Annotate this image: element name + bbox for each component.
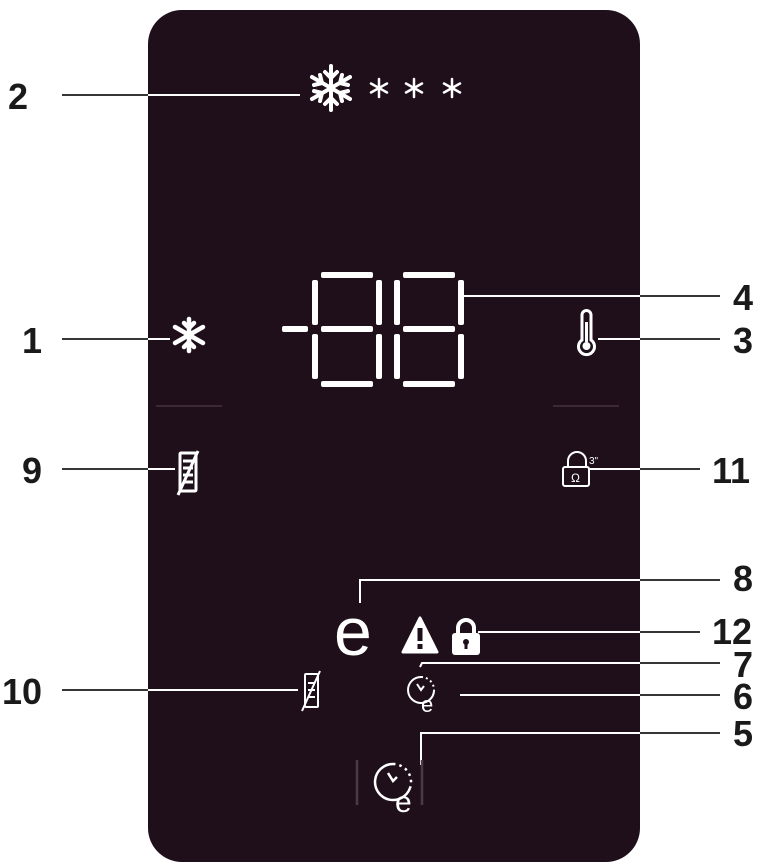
small-snowflake-icon <box>404 77 424 99</box>
callout-number-4: 4 <box>733 277 753 318</box>
large-snowflake-icon <box>310 64 352 112</box>
leader-line-8-inner <box>359 579 640 603</box>
lock-timer-icon: Ω 3" <box>562 451 599 487</box>
callout-number-11: 11 <box>712 450 750 491</box>
lock-icon <box>452 618 480 655</box>
callout-number-5: 5 <box>733 713 753 754</box>
thermometer-icon <box>577 309 596 357</box>
callout-number-10: 10 <box>2 671 42 712</box>
digit-8-second <box>394 272 464 387</box>
temperature-digits <box>282 272 464 387</box>
display-panel <box>148 10 640 862</box>
svg-text:Ω: Ω <box>571 471 580 485</box>
eco-timer-letter: e <box>421 692 433 717</box>
lock-timer-text: 3" <box>589 456 599 467</box>
callout-number-9: 9 <box>22 450 42 491</box>
callout-number-1: 1 <box>22 320 42 361</box>
callout-number-3: 3 <box>733 320 753 361</box>
eco-timer-button[interactable]: e <box>355 760 424 819</box>
alarm-icon <box>401 616 439 654</box>
fast-freeze-icon <box>172 316 206 354</box>
leader-line-7-inner <box>419 662 640 668</box>
water-filter-icon <box>176 450 200 496</box>
callout-number-8: 8 <box>733 558 753 599</box>
digit-8-first <box>312 272 382 387</box>
freezer-stars-icons <box>310 64 462 112</box>
minus-segment <box>282 326 308 332</box>
small-snowflake-icon <box>369 77 389 99</box>
filter-reset-icon <box>301 670 321 712</box>
eco-icon: e <box>334 594 372 670</box>
leader-line-5-inner <box>420 732 640 765</box>
eco-timer-button-letter: e <box>395 786 412 819</box>
callout-number-2: 2 <box>8 76 28 117</box>
callout-number-6: 6 <box>733 676 753 717</box>
callout-number-12: 12 <box>712 611 752 652</box>
small-snowflake-icon <box>442 77 462 99</box>
eco-timer-icon: e <box>407 675 436 717</box>
callout-number-7: 7 <box>733 644 753 685</box>
